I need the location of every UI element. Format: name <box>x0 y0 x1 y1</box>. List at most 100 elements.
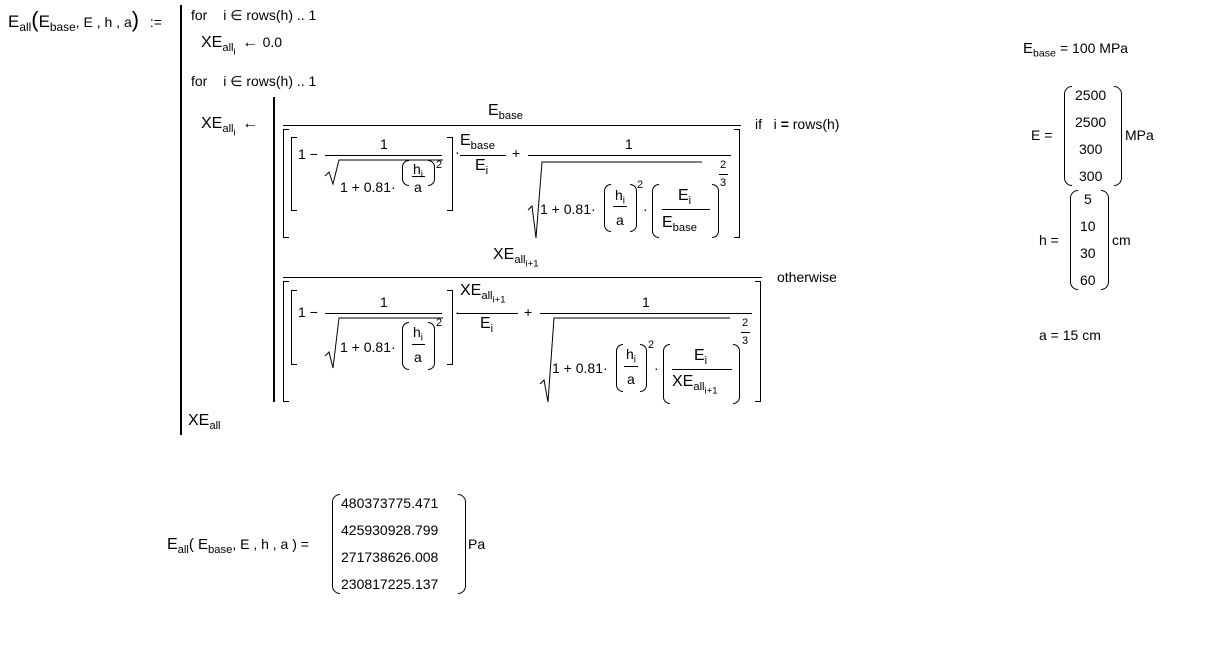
case1-main-fraction-bar <box>283 125 741 126</box>
case2-efrac-paren-left <box>663 344 670 404</box>
case1-a: a <box>414 179 422 195</box>
e-matrix-paren-right <box>1114 86 1122 186</box>
case1-numerator: Ebase <box>488 102 523 122</box>
open-paren: ( <box>31 7 39 32</box>
case1-hfrac2-paren-left <box>604 184 611 232</box>
assign-operator: := <box>149 14 162 30</box>
case1-one-minus: 1 − <box>298 146 318 162</box>
case1-sqrt1 <box>324 159 443 186</box>
case2-square: 2 <box>436 317 443 329</box>
case1-efrac-paren-left <box>652 184 659 238</box>
ebase-value: = 100 MPa <box>1059 40 1129 56</box>
case1-hfrac1-paren-right <box>428 160 435 186</box>
case1-exp-bar <box>719 174 728 175</box>
h-matrix-paren-right <box>1101 190 1109 290</box>
case2-outer-bracket-left <box>283 281 289 402</box>
ebase-sub: base <box>1033 47 1056 60</box>
return-statement: XEall <box>188 412 221 432</box>
case1-exp-num: 2 <box>720 159 727 171</box>
result-args-rest: , E , h , a ) = <box>232 536 309 552</box>
result-value[interactable]: 230817225.137 <box>341 576 439 592</box>
case2-main-fraction-bar <box>283 277 762 278</box>
arrow-operator: ← <box>242 34 259 51</box>
a-definition[interactable]: a = 15 cm <box>1039 327 1101 343</box>
case2-sqrt1 <box>324 317 443 369</box>
xe-var: XE <box>201 34 223 51</box>
case2-xe-ratio-num: XEalli+1 <box>460 282 506 306</box>
case2-frac1-numerator: 1 <box>380 294 388 310</box>
case2-frac2-num: 1 <box>642 294 650 310</box>
result-value[interactable]: 480373775.471 <box>341 495 439 511</box>
result-expression[interactable]: Eall( Ebase, E , h , a ) = <box>167 537 309 556</box>
case2-numerator: XEalli+1 <box>493 246 539 270</box>
result-fn: E <box>167 536 178 553</box>
case2-efrac-paren-right <box>733 344 740 404</box>
assign-statement[interactable]: XEalli ← <box>201 116 258 138</box>
case2-frac2-bar <box>540 313 752 314</box>
result-value[interactable]: 271738626.008 <box>341 549 439 565</box>
case2-efrac-bar <box>672 369 732 370</box>
h-unit: cm <box>1112 232 1131 248</box>
case2-exp-bar <box>741 332 750 333</box>
for-loop-1[interactable]: for i ∈ rows(h) .. 1 <box>191 8 316 22</box>
h-matrix-value[interactable]: 5 <box>1084 191 1092 207</box>
case1-inner-bracket-left <box>291 137 297 211</box>
loop-range: i ∈ rows(h) .. 1 <box>223 7 317 23</box>
h-matrix-value[interactable]: 60 <box>1080 272 1096 288</box>
e-matrix-value[interactable]: 2500 <box>1075 87 1107 103</box>
case1-sqrt2-content: 1 + 0.81· <box>540 201 596 217</box>
case2-plus: + <box>524 304 533 320</box>
result-args: ( E <box>188 536 209 553</box>
case2-dot2: · <box>654 360 659 376</box>
case1-plus: + <box>512 145 521 161</box>
case2-sqrt2 <box>539 317 730 403</box>
e-matrix-value[interactable]: 2500 <box>1075 114 1107 130</box>
case1-sqrt2 <box>527 161 702 239</box>
ebase-var: E <box>1023 40 1034 57</box>
case2-xe-ratio-den: Ei <box>480 315 494 335</box>
function-definition[interactable]: Eall(Ebase, E , h , a) := <box>8 9 162 34</box>
case1-ebase-ratio-bar <box>460 155 506 156</box>
case2-hfrac2-paren-right <box>640 344 647 392</box>
result-fn-sub: all <box>177 543 189 556</box>
case1-outer-bracket-left <box>283 129 289 238</box>
for-keyword: for <box>191 7 208 23</box>
close-paren: ) <box>131 7 140 32</box>
case2-otherwise: otherwise <box>777 269 837 285</box>
case1-square2: 2 <box>637 179 644 191</box>
for-loop-2[interactable]: for i ∈ rows(h) .. 1 <box>191 74 316 88</box>
case1-dot2: · <box>643 201 648 217</box>
init-statement[interactable]: XEalli ← 0.0 <box>201 35 282 57</box>
h-matrix-value[interactable]: 10 <box>1080 218 1096 234</box>
case1-frac2-num: 1 <box>625 136 633 152</box>
case1-h-bar <box>412 176 425 177</box>
h-matrix-value[interactable]: 30 <box>1080 245 1096 261</box>
case1-hfrac1-paren-left <box>402 160 409 186</box>
inner-program-bar <box>273 97 275 402</box>
xe-sub: alli <box>222 41 236 58</box>
case2-exp-den: 3 <box>742 335 749 347</box>
case1-exp-den: 3 <box>720 177 727 189</box>
e-matrix-paren-left <box>1064 86 1072 186</box>
case2-sqrt1-content: 1 + 0.81· <box>340 339 396 355</box>
result-value[interactable]: 425930928.799 <box>341 522 439 538</box>
arg-ebase-subscript: base <box>49 20 76 35</box>
e-matrix-value[interactable]: 300 <box>1079 168 1103 184</box>
case1-h2-i: hi <box>615 187 625 207</box>
case2-hfrac1-paren-right <box>428 322 435 370</box>
case2-frac1-bar <box>325 313 442 314</box>
function-name-subscript: all <box>19 20 32 35</box>
ebase-definition[interactable]: Ebase = 100 MPa <box>1023 41 1128 59</box>
e-label: E = <box>1031 127 1053 143</box>
case2-inner-bracket-right <box>447 290 453 365</box>
args-rest: , E , h , a <box>75 14 132 30</box>
e-matrix-value[interactable]: 300 <box>1079 141 1103 157</box>
case2-square2: 2 <box>648 339 655 351</box>
case1-efrac-bar <box>662 209 710 210</box>
case2-h-i: hi <box>413 324 423 344</box>
case1-efrac-den: Ebase <box>662 214 697 234</box>
h-label: h = <box>1039 232 1059 248</box>
case1-outer-bracket-right <box>734 129 740 238</box>
function-name: E <box>8 12 20 31</box>
case1-frac2-bar <box>528 155 731 156</box>
